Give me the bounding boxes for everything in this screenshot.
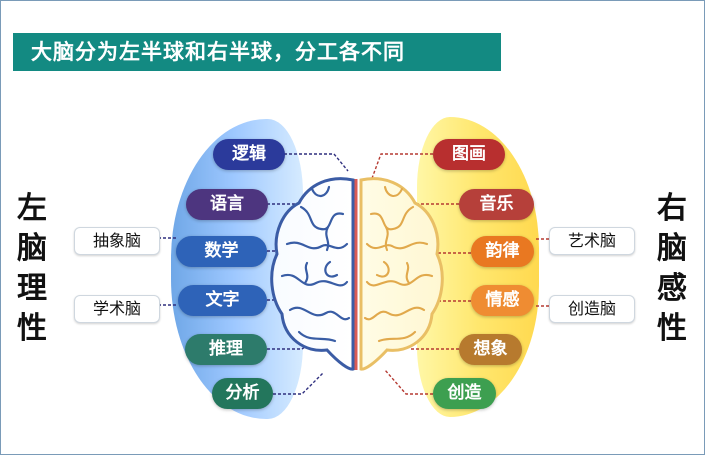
right-node-emotion: 情感 <box>471 285 534 316</box>
right-side-box-art: 艺术脑 <box>549 227 635 255</box>
connector-painting <box>370 153 433 182</box>
left-node-logic: 逻辑 <box>213 139 285 170</box>
right-brain-label: 右 脑 感 性 <box>657 191 687 346</box>
right-node-painting: 图画 <box>433 139 505 170</box>
left-node-text: 文字 <box>178 285 267 316</box>
connector-logic <box>284 153 349 172</box>
connector-reasoning <box>267 336 320 350</box>
page-title: 大脑分为左半球和右半球，分工各不同 <box>13 33 501 71</box>
right-node-rhythm: 韵律 <box>471 236 534 267</box>
left-node-math: 数学 <box>176 236 267 267</box>
brain-icon <box>270 177 444 371</box>
left-side-box-academic: 学术脑 <box>74 295 160 323</box>
right-brain-hemisphere <box>359 177 444 371</box>
left-side-box-abstract: 抽象脑 <box>74 227 160 255</box>
right-node-imagination: 想象 <box>459 334 522 365</box>
right-brain-folds <box>363 185 434 343</box>
right-node-creation: 创造 <box>433 378 496 409</box>
left-brain-folds <box>280 185 351 343</box>
left-node-reasoning: 推理 <box>185 334 267 365</box>
left-node-analysis: 分析 <box>212 378 273 409</box>
left-brain-hemisphere <box>270 177 355 371</box>
connector-creation <box>384 369 433 395</box>
left-brain-label: 左 脑 理 性 <box>17 191 47 346</box>
left-node-language: 语言 <box>186 189 268 220</box>
right-node-music: 音乐 <box>459 189 534 220</box>
right-side-box-creative: 创造脑 <box>549 295 635 323</box>
